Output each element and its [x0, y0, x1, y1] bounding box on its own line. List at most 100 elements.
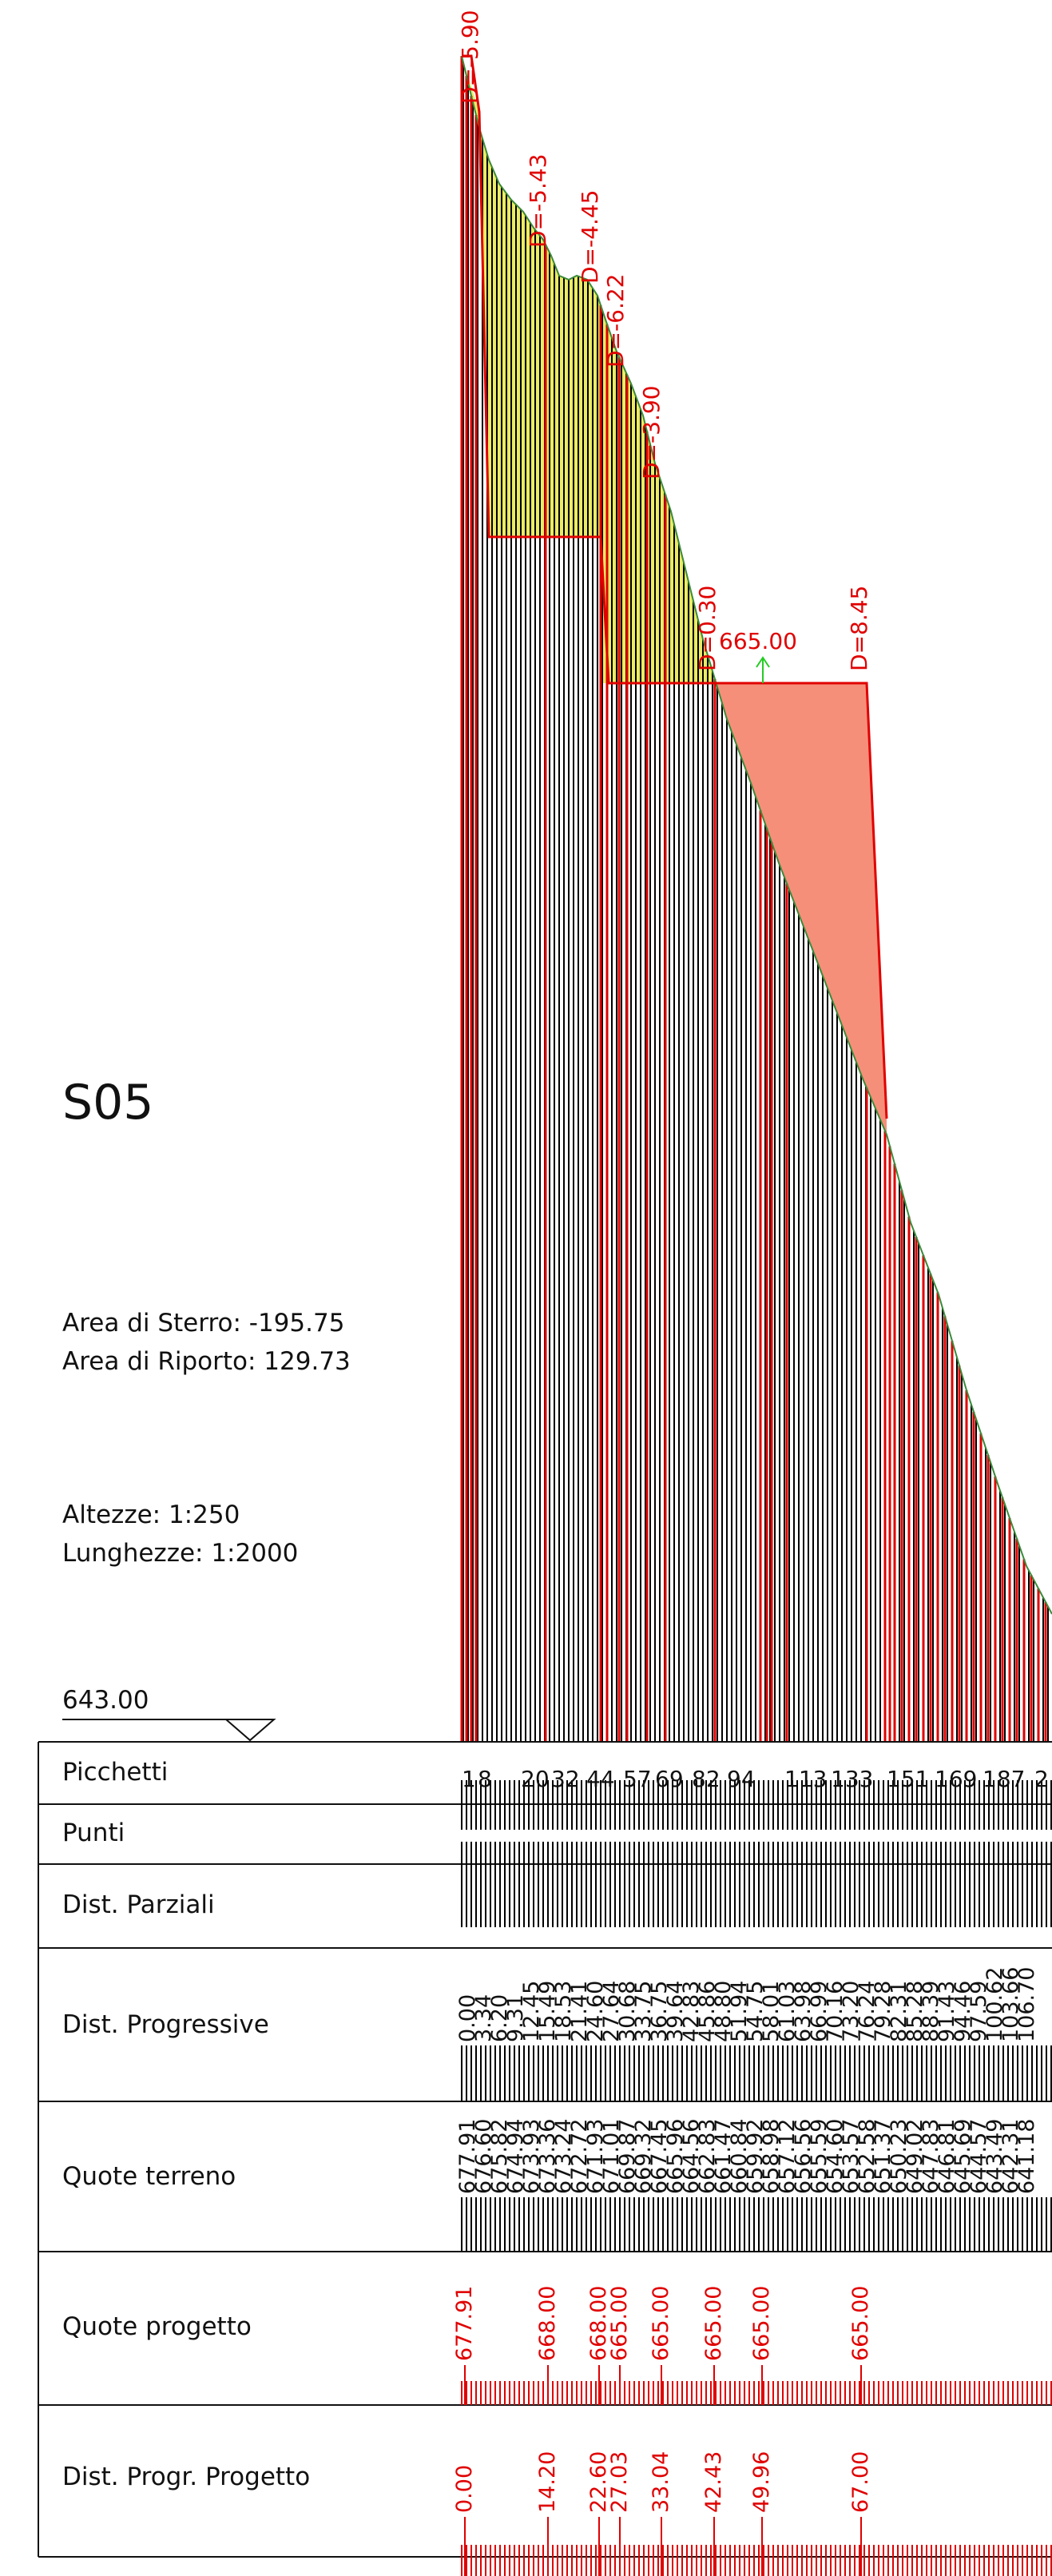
- dist-progr-progetto-value: 49.96: [749, 2451, 774, 2513]
- picchetto-label: 82: [692, 1766, 721, 1792]
- dist-progressive-value: 54.75: [743, 1981, 768, 2042]
- picchetto-label: 169: [935, 1766, 977, 1792]
- dist-progressive-value: 48.80: [711, 1981, 736, 2042]
- dist-progressive-value: 63.98: [791, 1981, 816, 2042]
- terrain-profile-line: [461, 55, 1052, 1615]
- station-vertical-lines: [460, 56, 1049, 1742]
- dist-progressive-value: 58.01: [759, 1981, 784, 2042]
- picchetto-label: 151: [887, 1766, 929, 1792]
- slope-label: D=-4.45: [577, 190, 603, 284]
- quote-terreno-value: 673.36: [535, 2119, 560, 2194]
- row-label-quote-progetto: Quote progetto: [62, 2312, 252, 2341]
- quote-terreno-value: 674.94: [503, 2119, 528, 2194]
- dist-progressive-value: 39.64: [663, 1981, 688, 2042]
- quote-terreno-value: 647.83: [919, 2119, 943, 2194]
- quote-progetto-value: 668.00: [535, 2286, 560, 2361]
- quote-terreno-value: 649.02: [903, 2119, 927, 2194]
- dist-progressive-value: 66.99: [807, 1981, 832, 2042]
- picchetto-label: 32: [551, 1766, 580, 1792]
- dist-progressive-value: 9.31: [503, 1994, 528, 2042]
- quote-terreno-value: 642.31: [998, 2119, 1023, 2194]
- dist-progressive-value: 70.16: [823, 1981, 848, 2042]
- reference-level: 643.00: [62, 1686, 149, 1715]
- picchetto-label: 57: [623, 1766, 652, 1792]
- quote-terreno-value: 662.83: [695, 2119, 720, 2194]
- quote-terreno-value: 656.56: [791, 2119, 816, 2194]
- picchetto-label: 20: [521, 1766, 550, 1792]
- row-label-dist-parziali: Dist. Parziali: [62, 1890, 215, 1919]
- profile-lines: [461, 54, 1052, 1615]
- quote-terreno-value: 652.58: [855, 2119, 879, 2194]
- quote-terreno-value: 676.60: [471, 2119, 496, 2194]
- quote-terreno-value: 660.84: [727, 2119, 752, 2194]
- dist-progr-progetto-value: 27.03: [607, 2451, 632, 2513]
- dist-progressive-value: 0.00: [455, 1994, 480, 2042]
- picchetto-label: 8: [478, 1766, 492, 1792]
- quote-terreno-value: 673.93: [519, 2119, 544, 2194]
- embankment-area: [715, 679, 887, 1135]
- picchetto-label: 133: [831, 1766, 873, 1792]
- dist-progressive-value: 91.43: [935, 1981, 959, 2042]
- quote-terreno-value: 669.87: [615, 2119, 640, 2194]
- quote-terreno-value: 659.92: [743, 2119, 768, 2194]
- quote-terreno-value: 677.91: [455, 2119, 480, 2194]
- quote-progetto-value: 665.00: [649, 2286, 673, 2361]
- picchetto-label: 113: [784, 1766, 827, 1792]
- area-riporto: Area di Riporto: 129.73: [62, 1347, 351, 1376]
- section-title: S05: [62, 1075, 154, 1131]
- quote-terreno-value: 658.98: [759, 2119, 784, 2194]
- picchetto-label: 44: [586, 1766, 615, 1792]
- dist-progressive-value: 27.64: [599, 1981, 624, 2042]
- dist-progressive-value: 61.03: [775, 1981, 800, 2042]
- dist-progressive-value: 100.62: [983, 1967, 1007, 2042]
- quote-terreno-value: 672.72: [567, 2119, 592, 2194]
- quote-terreno-value: 661.47: [711, 2119, 736, 2194]
- quote-progetto-value: 665.00: [701, 2286, 726, 2361]
- dist-progressive-value: 36.75: [647, 1981, 672, 2042]
- quote-terreno-value: 675.82: [487, 2119, 512, 2194]
- quote-progetto-value: 665.00: [848, 2286, 873, 2361]
- quote-progetto-value: 665.00: [749, 2286, 774, 2361]
- dist-progressive-value: 3.34: [471, 1994, 496, 2042]
- quote-terreno-value: 671.93: [583, 2119, 608, 2194]
- picchetto-label: 94: [727, 1766, 756, 1792]
- quote-terreno-value: 671.01: [599, 2119, 624, 2194]
- slope-label: D=0.30: [694, 586, 721, 671]
- slope-label: D=-6.22: [602, 274, 629, 368]
- dist-progr-progetto-value: 0.00: [452, 2465, 477, 2513]
- dist-progr-progetto-value: 22.60: [586, 2451, 611, 2513]
- dist-progressive-value: 21.41: [567, 1981, 592, 2042]
- dist-progressive-value: 45.86: [695, 1981, 720, 2042]
- quote-terreno-value: 646.81: [935, 2119, 959, 2194]
- slope-label: D=-5.90: [457, 10, 483, 104]
- project-profile-line: [462, 54, 888, 1119]
- quote-terreno-value: 651.37: [871, 2119, 895, 2194]
- quote-progetto-value: 677.91: [452, 2286, 477, 2361]
- quote-terreno-value: 650.23: [887, 2119, 911, 2194]
- dist-progressive-value: 30.68: [615, 1981, 640, 2042]
- quote-terreno-value: 653.57: [839, 2119, 863, 2194]
- dist-progressive-value: 33.75: [631, 1981, 656, 2042]
- quote-terreno-value: 644.57: [967, 2119, 991, 2194]
- dist-progressive-value: 12.45: [519, 1981, 544, 2042]
- scale-lunghezze: Lunghezze: 1:2000: [62, 1539, 299, 1568]
- area-sterro: Area di Sterro: -195.75: [62, 1309, 345, 1338]
- quote-terreno-value: 657.12: [775, 2119, 800, 2194]
- quote-terreno-value: 669.32: [631, 2119, 656, 2194]
- dist-progr-progetto-value: 67.00: [848, 2451, 873, 2513]
- row-label-dist-progressive: Dist. Progressive: [62, 2010, 269, 2039]
- slope-label: D=8.45: [846, 586, 872, 671]
- quote-terreno-value: 667.45: [647, 2119, 672, 2194]
- dist-progr-progetto-value: 14.20: [535, 2451, 560, 2513]
- picchetto-label: 69: [655, 1766, 684, 1792]
- row-label-picchetti: Picchetti: [62, 1758, 169, 1787]
- datum-triangle: [224, 1719, 276, 1742]
- dist-progressive-value: 88.39: [919, 1981, 943, 2042]
- quote-terreno-value: 664.56: [679, 2119, 704, 2194]
- picchetto-label: 1: [462, 1766, 476, 1792]
- row-label-punti: Punti: [62, 1819, 125, 1847]
- dist-progressive-value: 18.53: [551, 1981, 576, 2042]
